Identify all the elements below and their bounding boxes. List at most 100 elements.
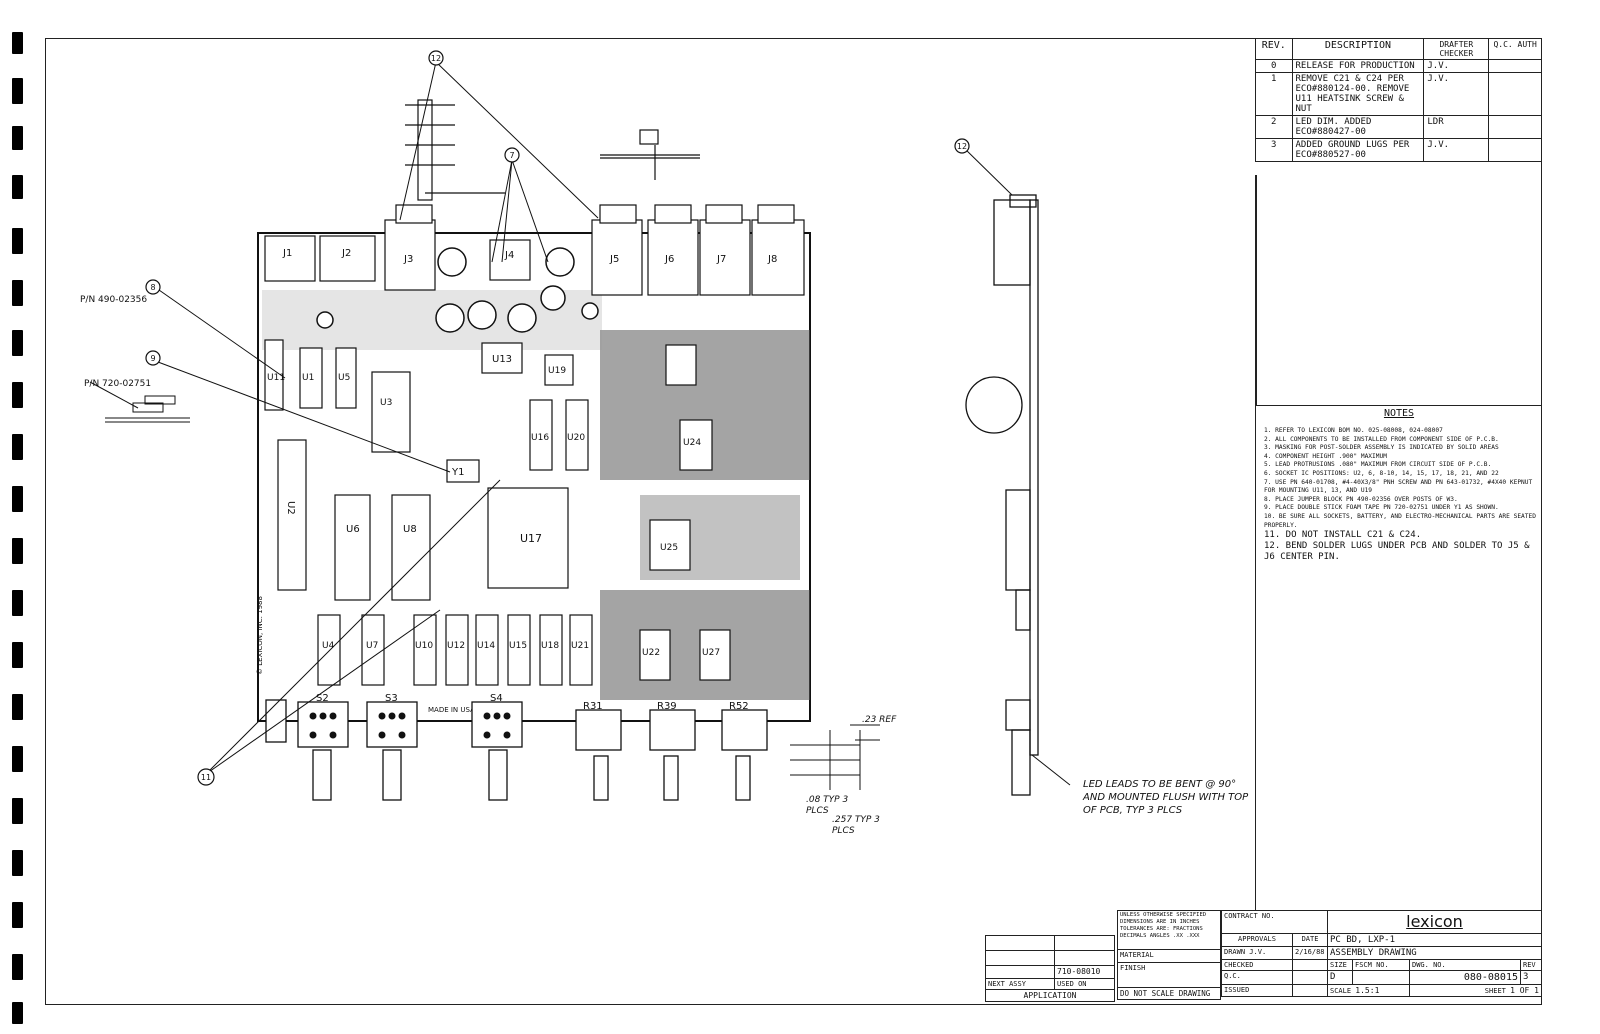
- balloon-label: 7: [509, 151, 514, 160]
- note-item: 7. USE PN 640-01708, #4-40X3/8" PNH SCRE…: [1264, 478, 1533, 495]
- title-block: CONTRACT NO. lexicon APPROVALS DATE PC B…: [1221, 910, 1542, 997]
- scale-label: SCALE: [1330, 987, 1352, 995]
- note-item: 2. ALL COMPONENTS TO BE INSTALLED FROM C…: [1264, 435, 1499, 443]
- chip-label: U2: [285, 501, 296, 515]
- drafter-cell: LDR: [1423, 115, 1490, 139]
- dim-08-text: .08 TYP 3 PLCS: [806, 795, 849, 816]
- chip-label: U15: [509, 641, 527, 651]
- copyright-text: © LEXICON, INC. 1988: [256, 596, 264, 675]
- description-cell: LED DIM. ADDED ECO#880427-00: [1291, 115, 1425, 139]
- chip-label: U13: [492, 354, 512, 365]
- tape-sketch: [105, 395, 190, 423]
- chip-label: U3: [380, 398, 392, 408]
- made-in-text: MADE IN USA: [428, 706, 475, 714]
- leader-lines: [89, 61, 1071, 786]
- callout-tape-pn: P/N 720-02751: [84, 379, 151, 389]
- capacitors: [316, 247, 599, 333]
- detail-sketch-right: [600, 129, 700, 180]
- size-label: SIZE: [1330, 961, 1347, 969]
- chip-label: U1: [302, 373, 314, 383]
- note-item: 9. PLACE DOUBLE STICK FOAM TAPE PN 720-0…: [1264, 504, 1499, 512]
- size-value: D: [1327, 970, 1353, 985]
- drawing-title-2: ASSEMBLY DRAWING: [1327, 946, 1542, 960]
- chip-label: U27: [702, 648, 720, 658]
- drawing-title-1: PC BD, LXP-1: [1327, 933, 1542, 947]
- rev-cell: 2: [1255, 115, 1293, 139]
- note-item: 12. BEND SOLDER LUGS UNDER PCB AND SOLDE…: [1264, 541, 1530, 563]
- connector-label: J4: [504, 250, 514, 261]
- pot-label: S3: [385, 693, 398, 704]
- chip-label: U8: [403, 524, 417, 535]
- pot-label: S4: [490, 693, 503, 704]
- rev-header: REV.: [1255, 38, 1293, 60]
- ic-chips: [264, 339, 731, 686]
- note-item: 3. MASKING FOR POST-SOLDER ASSEMBLY IS I…: [1264, 444, 1499, 452]
- qc-cell: [1488, 59, 1542, 73]
- qc-cell: [1488, 72, 1542, 116]
- finish-label: FINISH: [1117, 962, 1221, 988]
- description-cell: ADDED GROUND LUGS PER ECO#880527-00: [1291, 138, 1425, 162]
- chip-label: U16: [531, 433, 549, 443]
- spec-table: UNLESS OTHERWISE SPECIFIED DIMENSIONS AR…: [1117, 910, 1221, 1000]
- pot-label: R39: [657, 701, 677, 712]
- balloon-label: 12: [431, 54, 441, 63]
- qc-cell: [1488, 115, 1542, 139]
- tolerances-note: UNLESS OTHERWISE SPECIFIED DIMENSIONS AR…: [1117, 910, 1221, 950]
- drafter-cell: J.V.: [1423, 138, 1490, 162]
- note-item: 8. PLACE JUMPER BLOCK PN 490-02356 OVER …: [1264, 495, 1458, 503]
- scale-value: 1.5:1: [1355, 986, 1380, 995]
- dwg-no-value: 080-08015: [1409, 970, 1521, 985]
- note-item: 5. LEAD PROTRUSIONS .080" MAXIMUM FROM C…: [1264, 461, 1492, 469]
- chip-label: U24: [683, 438, 701, 448]
- balloon-labels: 12 7 8 9 11 12: [150, 54, 967, 782]
- next-assy-label: NEXT ASSY: [985, 978, 1055, 990]
- balloon-label: 8: [150, 283, 155, 292]
- balloon-8: [145, 279, 161, 295]
- callout-jumper-pn: P/N 490-02356: [80, 295, 147, 305]
- balloon-9: [145, 350, 161, 366]
- qc-label: Q.C.: [1221, 970, 1293, 985]
- connector-label: J2: [341, 248, 351, 259]
- pot-label: S2: [316, 693, 329, 704]
- balloon-label: 11: [201, 773, 211, 782]
- balloon-12-side: [954, 138, 970, 154]
- chip-labels: U2 U6 U8 U17 U4 U7 U10 U12 U14 U15 U18 U…: [267, 354, 720, 658]
- chip-label: U14: [477, 641, 495, 651]
- checked-label: CHECKED: [1221, 959, 1293, 971]
- chip-label: U4: [322, 641, 335, 651]
- chip-label: U22: [642, 648, 660, 658]
- chip-label: U11: [267, 373, 285, 383]
- chip-label: U5: [338, 373, 350, 383]
- note-item: 10. BE SURE ALL SOCKETS, BATTERY, AND EL…: [1264, 512, 1536, 529]
- led-lead-note: LED LEADS TO BE BENT @ 90° AND MOUNTED F…: [1083, 779, 1249, 816]
- chip-label: U18: [541, 641, 559, 651]
- balloon-label: 9: [150, 354, 155, 363]
- description-cell: RELEASE FOR PRODUCTION: [1291, 59, 1425, 73]
- rev-cell: 0: [1255, 59, 1293, 73]
- pot-row: [265, 699, 768, 801]
- qc-cell: [1488, 138, 1542, 162]
- chip-label: Y1: [451, 467, 464, 478]
- do-not-scale-label: DO NOT SCALE DRAWING: [1117, 987, 1221, 1000]
- dwg-no-label: DWG. NO.: [1409, 959, 1521, 971]
- notes-title: NOTES: [1383, 408, 1415, 419]
- sheet-value: 1 OF 1: [1510, 986, 1539, 995]
- chip-label: U6: [346, 524, 360, 535]
- led-leads: [790, 724, 880, 790]
- chip-label: U12: [447, 641, 465, 651]
- balloon-7: [504, 147, 520, 163]
- drafter-header: DRAFTER CHECKER: [1423, 38, 1490, 60]
- note-item: 1. REFER TO LEXICON BOM NO. 025-08008, 0…: [1264, 427, 1443, 434]
- balloon-12: [428, 50, 444, 66]
- note-item: 4. COMPONENT HEIGHT .900" MAXIMUM: [1264, 452, 1387, 460]
- side-view: [965, 194, 1039, 796]
- note-item: 11. DO NOT INSTALL C21 & C24.: [1264, 530, 1422, 541]
- connector-label: J3: [403, 254, 413, 265]
- balloons: [145, 50, 970, 786]
- notes-list: 1. REFER TO LEXICON BOM NO. 025-08008, 0…: [1256, 427, 1542, 563]
- contract-no-label: CONTRACT NO.: [1221, 910, 1328, 934]
- company-logo: lexicon: [1327, 910, 1542, 934]
- description-cell: REMOVE C21 & C24 PER ECO#880124-00. REMO…: [1291, 72, 1425, 116]
- used-on-label: USED ON: [1054, 978, 1115, 990]
